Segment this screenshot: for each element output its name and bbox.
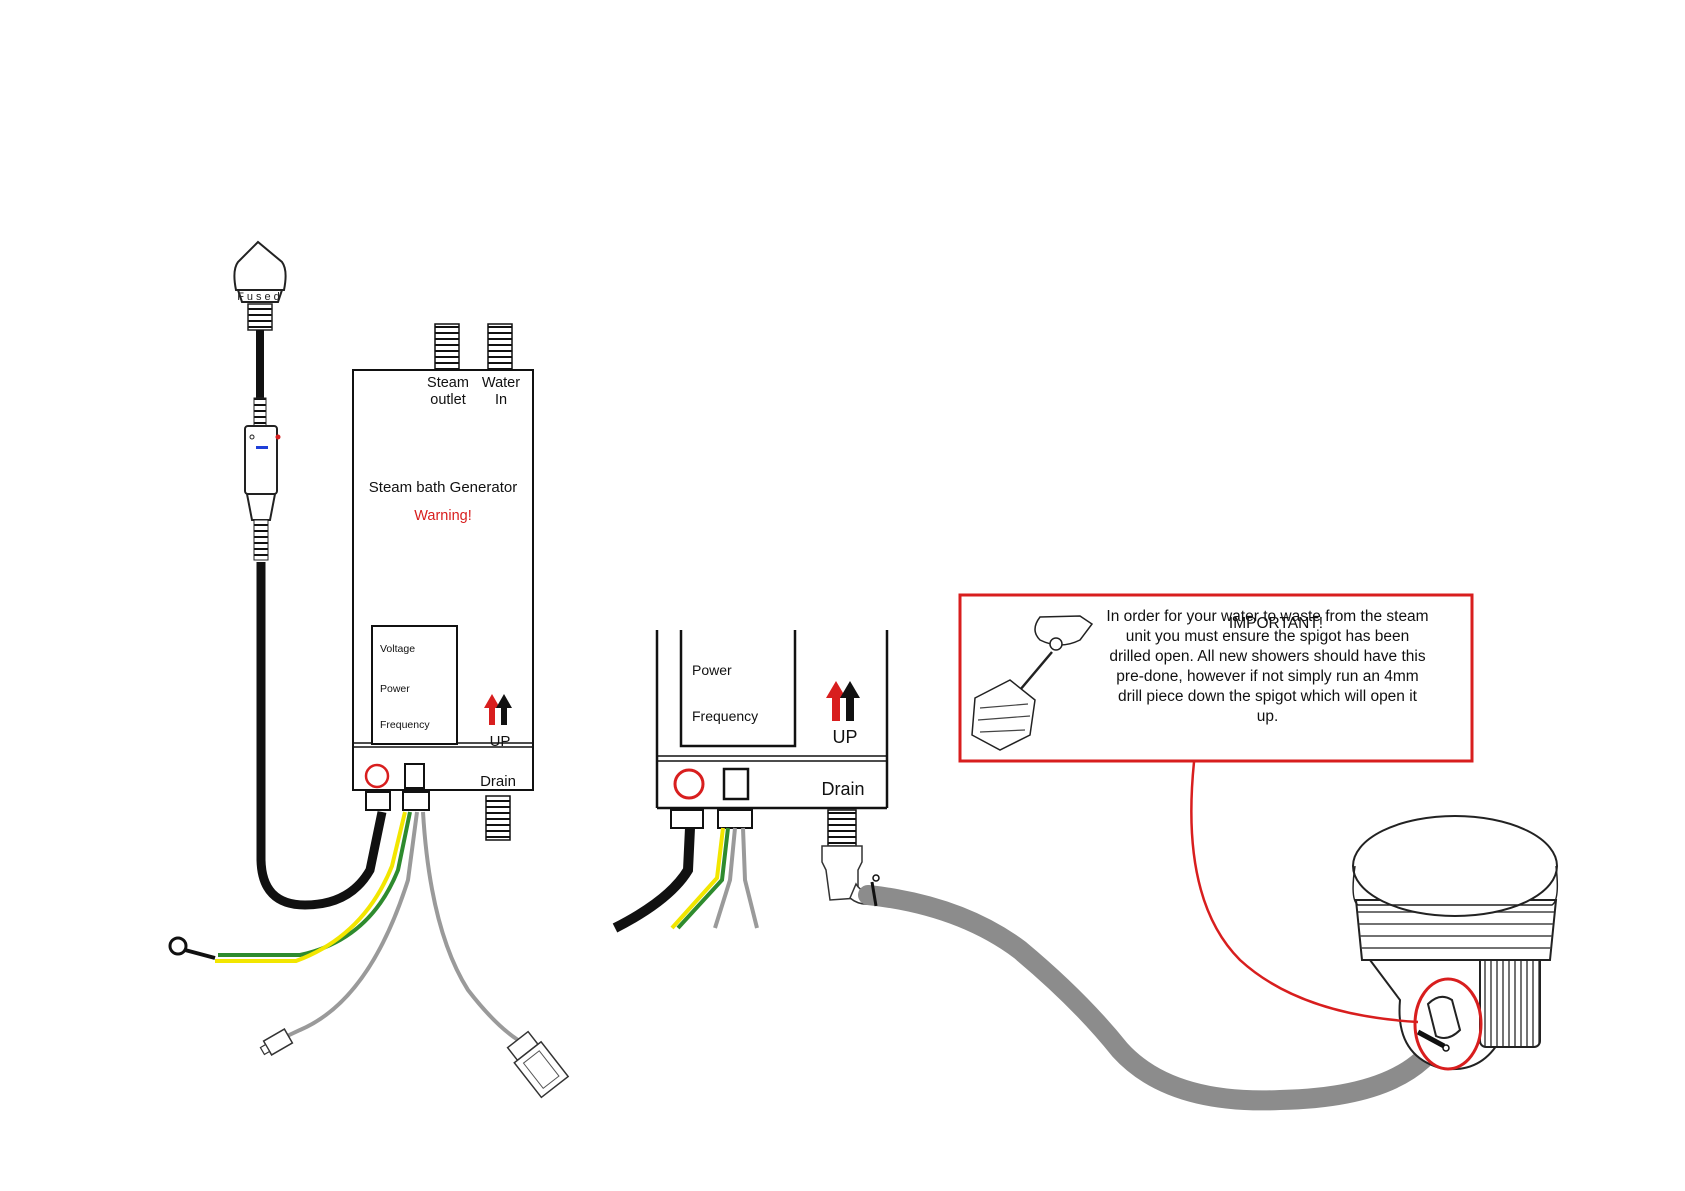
detail-up-label: UP [832,727,857,747]
detail-drain-label: Drain [821,779,864,799]
detail-red-indicator-icon [673,768,705,800]
detail-grey-wire-1 [713,827,737,929]
steam-outlet-label-2: outlet [430,392,465,408]
up-arrows-icon [484,694,512,725]
rating-frequency: Frequency [380,719,430,731]
rj-connector-icon [506,1030,570,1099]
notice-line: drill piece down the spigot which will o… [1118,688,1417,705]
drain-connector [485,795,511,841]
generator-title: Steam bath Generator [369,479,517,496]
small-connector-icon [259,1028,294,1056]
detail-earth-yellow [670,827,725,930]
notice-title: IMPORTANT! [1229,615,1323,632]
steam-outlet-connector [434,323,460,371]
spigot-clip-icon [1416,1029,1450,1052]
steam-outlet-label-1: Steam [427,375,469,391]
water-in-label-1: Water [482,375,520,391]
inline-switch [244,397,281,561]
callout-line [1190,761,1419,1024]
detail-unit [655,630,889,810]
rating-power: Power [380,683,410,695]
signal-wire-grey-2 [421,811,520,1042]
detail-black-cable [612,827,695,933]
rating-panel [371,625,458,745]
notice-body: In order for your water to waste from th… [1090,607,1445,727]
bottom-grommets [365,791,430,811]
detail-grey-wire-2 [741,827,759,929]
shower-waste-trap [1352,815,1559,1071]
drill-icon [971,615,1094,751]
detail-grommets [670,809,753,829]
fused-label: Fused [237,291,283,303]
signal-wire-grey-1 [284,811,419,1039]
rating-voltage: Voltage [380,643,415,655]
power-cable-black [256,562,387,910]
fused-plug: Fused [233,240,287,331]
notice-line: In order for your water to waste from th… [1106,608,1429,625]
earth-wire-green [218,811,412,957]
drain-label: Drain [480,773,516,790]
drain-hose [858,885,1448,1111]
notice-line: unit you must ensure the spigot has been [1125,628,1410,645]
generator-warning: Warning! [414,508,471,524]
plug-cable [256,330,264,398]
earth-wire-yellow [215,811,407,963]
up-label: UP [490,733,511,750]
spigot-highlight-circle [1413,977,1483,1071]
water-in-label-2: In [495,392,507,408]
detail-power: Power [692,662,732,678]
detail-frequency: Frequency [692,708,758,724]
detail-drain-connector [827,809,857,847]
detail-up-arrows-icon [826,681,860,721]
earth-ring-terminal-icon [168,936,188,956]
detail-earth-green [676,827,730,930]
water-in-connector [487,323,513,371]
notice-line: pre-done, however if not simply run an 4… [1116,668,1419,685]
square-indicator-icon [404,763,425,789]
notice-line: up. [1256,708,1279,725]
red-indicator-icon [364,763,390,789]
notice-line: drilled open. All new showers should hav… [1109,648,1426,665]
hose-clip-icon [870,874,880,907]
detail-square-indicator-icon [722,767,750,801]
